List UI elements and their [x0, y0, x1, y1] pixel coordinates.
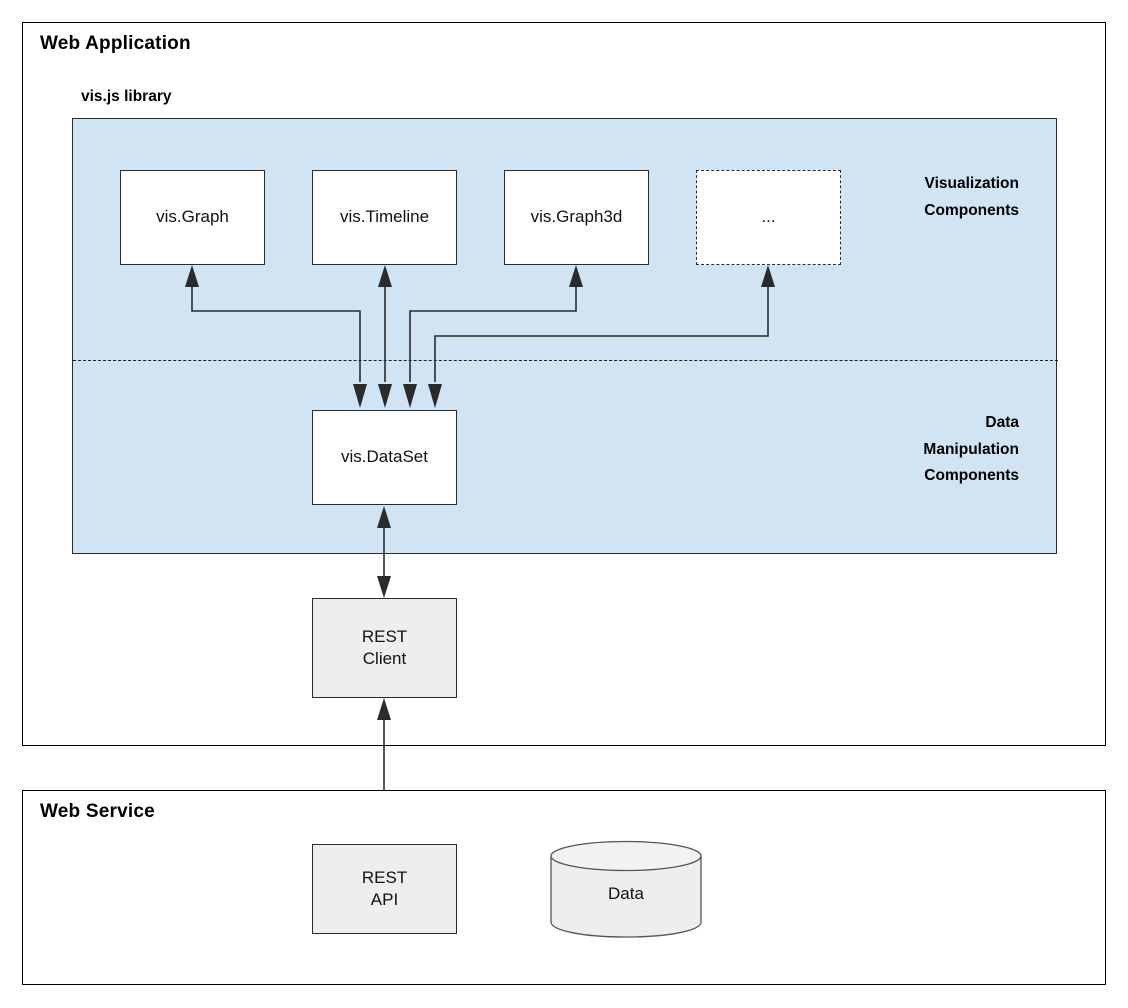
node-vis-dataset-label: vis.DataSet — [341, 447, 428, 467]
node-database-label: Data — [608, 884, 644, 903]
visualization-components-label: Visualization Components — [924, 171, 1019, 224]
node-vis-graph-label: vis.Graph — [156, 207, 229, 227]
vis-js-library-title: vis.js library — [81, 88, 172, 105]
node-vis-graph3d[interactable]: vis.Graph3d — [504, 170, 649, 265]
node-rest-api[interactable]: REST API — [312, 844, 457, 934]
node-more-components-label: ... — [761, 207, 776, 227]
layer-separator — [73, 360, 1058, 361]
data-manipulation-label-line3: Components — [924, 467, 1019, 485]
visualization-components-label-line2: Components — [924, 201, 1019, 219]
node-rest-client-line2: Client — [362, 649, 407, 668]
node-rest-api-line1: REST — [361, 867, 408, 887]
data-manipulation-label-line2: Manipulation — [923, 440, 1019, 458]
node-rest-client-line1: REST — [361, 626, 408, 646]
node-vis-graph[interactable]: vis.Graph — [120, 170, 265, 265]
database-cylinder-icon — [550, 840, 702, 938]
node-more-components[interactable]: ... — [696, 170, 841, 265]
web-service-title: Web Service — [40, 801, 155, 822]
data-manipulation-label-line1: Data — [985, 414, 1019, 431]
node-vis-dataset[interactable]: vis.DataSet — [312, 410, 457, 505]
node-database[interactable]: Data — [550, 840, 702, 938]
data-manipulation-components-label: Data Manipulation Components — [923, 410, 1019, 490]
node-rest-api-line2: API — [370, 890, 399, 909]
node-vis-graph3d-label: vis.Graph3d — [530, 207, 623, 227]
visualization-components-label-line1: Visualization — [924, 175, 1019, 192]
node-rest-client[interactable]: REST Client — [312, 598, 457, 698]
web-application-title: Web Application — [40, 33, 191, 54]
node-vis-timeline-label: vis.Timeline — [339, 207, 430, 227]
node-vis-timeline[interactable]: vis.Timeline — [312, 170, 457, 265]
